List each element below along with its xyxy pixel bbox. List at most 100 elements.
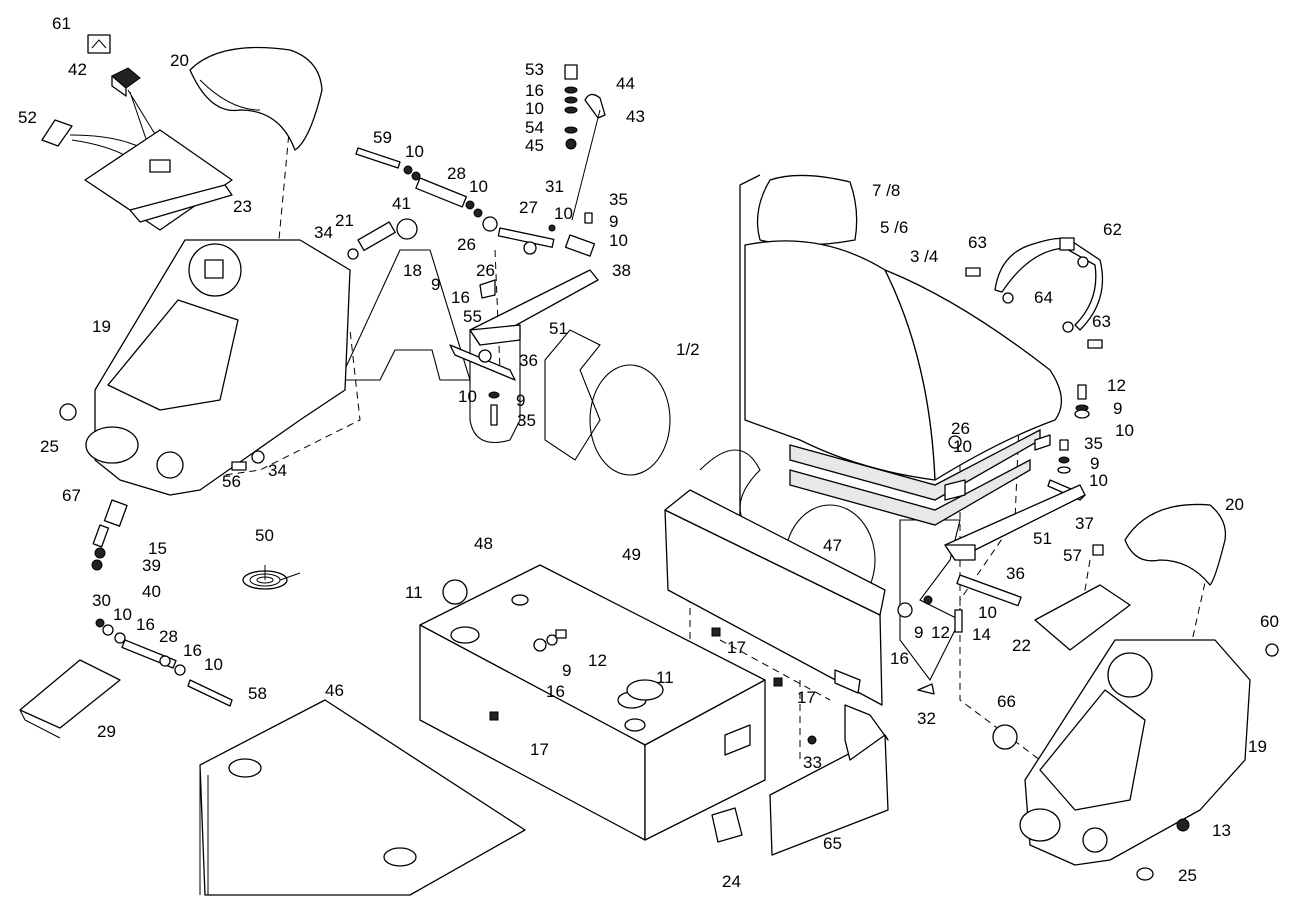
callout-29: 29: [97, 722, 116, 741]
part-switch-symbol-61: [87, 34, 111, 54]
callout-14: 14: [972, 625, 991, 644]
callout-35: 35: [1084, 434, 1103, 453]
part-belt-62: [965, 237, 1104, 349]
callout-10: 10: [1115, 421, 1134, 440]
part-cap-24: [711, 807, 743, 843]
callout-5-6: 5 /6: [880, 218, 908, 237]
callout-56: 56: [222, 472, 241, 491]
callout-67: 67: [62, 486, 81, 505]
callout-63: 63: [968, 233, 987, 252]
callout-10: 10: [405, 142, 424, 161]
callout-26: 26: [951, 419, 970, 438]
callout-62: 62: [1103, 220, 1122, 239]
callout-10: 10: [113, 605, 132, 624]
callout-19: 19: [92, 317, 111, 336]
callout-53: 53: [525, 60, 544, 79]
callout-10: 10: [469, 177, 488, 196]
part-clips-17: [489, 627, 783, 721]
callout-16: 16: [890, 649, 909, 668]
callout-57: 57: [1063, 546, 1082, 565]
callout-17: 17: [727, 638, 746, 657]
part-grommet-11-box: [626, 679, 664, 701]
callout-44: 44: [616, 74, 635, 93]
part-console-19-left: [85, 239, 351, 496]
callout-10: 10: [458, 387, 477, 406]
callout-27: 27: [519, 198, 538, 217]
callout-39: 39: [142, 556, 161, 575]
part-bolt-12-box: [533, 629, 567, 652]
part-gas-strut-27: [497, 212, 596, 257]
part-console-19-right: [1019, 639, 1251, 866]
callout-20: 20: [170, 51, 189, 70]
callout-49: 49: [622, 545, 641, 564]
callout-3-4: 3 /4: [910, 247, 938, 266]
callout-32: 32: [917, 709, 936, 728]
callout-43: 43: [626, 107, 645, 126]
callout-10: 10: [609, 231, 628, 250]
callout-34: 34: [314, 223, 333, 242]
callout-9: 9: [609, 212, 618, 231]
callout-25: 25: [40, 437, 59, 456]
callout-16: 16: [183, 641, 202, 660]
callout-54: 54: [525, 118, 544, 137]
callout-47: 47: [823, 536, 842, 555]
part-bracket-22: [1034, 584, 1131, 651]
callout-10: 10: [953, 437, 972, 456]
part-switch-42: [111, 67, 141, 97]
part-rail-51-right: [897, 484, 1086, 695]
callout-12: 12: [588, 651, 607, 670]
callout-15: 15: [148, 539, 167, 558]
callout-11: 11: [656, 668, 674, 687]
callout-10: 10: [978, 603, 997, 622]
callout-9: 9: [1090, 454, 1099, 473]
part-pin-28-lower: [95, 618, 233, 707]
callout-41: 41: [392, 194, 411, 213]
callout-50: 50: [255, 526, 274, 545]
callout-9: 9: [1113, 399, 1122, 418]
callout-28: 28: [447, 164, 466, 183]
callout-30: 30: [92, 591, 111, 610]
callout-37: 37: [1075, 514, 1094, 533]
callout-51: 51: [549, 319, 568, 338]
callout-22: 22: [1012, 636, 1031, 655]
part-bracket-65: [769, 704, 889, 856]
part-seat-assembly: [739, 174, 1062, 526]
callout-16: 16: [546, 682, 565, 701]
part-bracket-23: [84, 129, 233, 231]
callout-46: 46: [325, 681, 344, 700]
callout-20: 20: [1225, 495, 1244, 514]
callout-16: 16: [451, 288, 470, 307]
part-cable-coil-50: [242, 565, 301, 590]
callout-55: 55: [463, 307, 482, 326]
callout-13: 13: [1212, 821, 1231, 840]
callout-18: 18: [403, 261, 422, 280]
part-grommet-25-left: [59, 403, 77, 421]
callout-66: 66: [997, 692, 1016, 711]
callout-11: 11: [405, 583, 423, 602]
callout-21: 21: [335, 211, 354, 230]
part-panel-49: [664, 489, 886, 706]
callout-7-8: 7 /8: [872, 181, 900, 200]
part-grommet-11: [442, 579, 468, 605]
callout-45: 45: [525, 136, 544, 155]
callout-35: 35: [517, 411, 536, 430]
callout-9: 9: [516, 391, 525, 410]
callout-9: 9: [431, 275, 440, 294]
callout-35: 35: [609, 190, 628, 209]
callout-52: 52: [18, 108, 37, 127]
callout-63: 63: [1092, 312, 1111, 331]
callout-64: 64: [1034, 288, 1053, 307]
part-armrest-pad-20-right: [1124, 503, 1227, 586]
callout-51: 51: [1033, 529, 1052, 548]
callout-60: 60: [1260, 612, 1279, 631]
callout-65: 65: [823, 834, 842, 853]
callout-10: 10: [525, 99, 544, 118]
part-fasteners-misc: [231, 450, 1279, 881]
callout-19: 19: [1248, 737, 1267, 756]
callout-17: 17: [797, 688, 816, 707]
callout-26: 26: [476, 261, 495, 280]
callout-33: 33: [803, 753, 822, 772]
